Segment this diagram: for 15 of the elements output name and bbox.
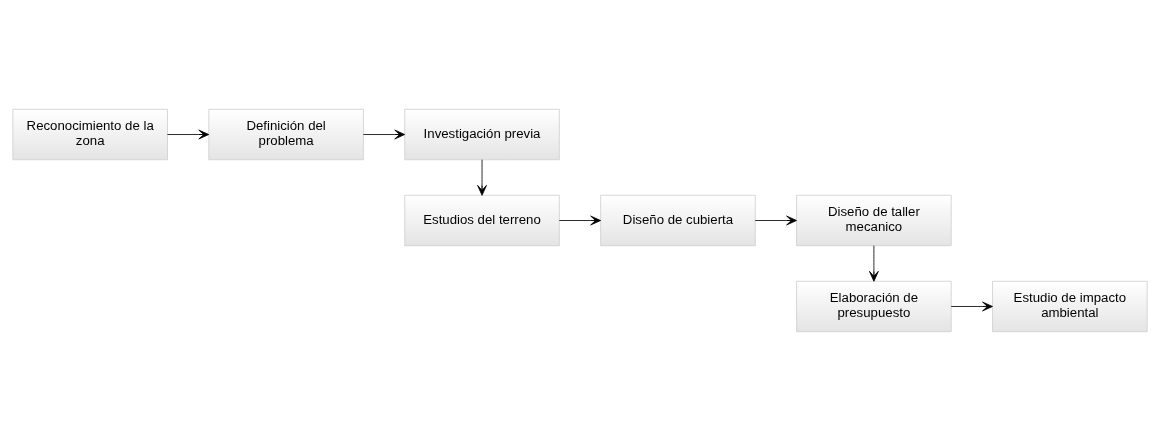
arrow <box>950 301 993 312</box>
node-box: Diseño de taller mecanico <box>796 194 952 247</box>
arrow <box>869 245 879 282</box>
node-box: Definición del problema <box>208 108 364 161</box>
node-box: Investigación previa <box>404 108 560 161</box>
node-box: Diseño de cubierta <box>600 194 756 247</box>
node-box: Reconocimiento de la zona <box>12 108 168 161</box>
node-box: Estudio de impacto ambiental <box>992 280 1148 333</box>
arrow <box>558 215 601 226</box>
node-box: Elaboración de presupuesto <box>796 280 952 333</box>
arrow <box>477 159 487 196</box>
arrow <box>363 129 406 140</box>
arrow <box>167 129 210 140</box>
node-box: Estudios del terreno <box>404 194 560 247</box>
arrow <box>754 215 797 226</box>
